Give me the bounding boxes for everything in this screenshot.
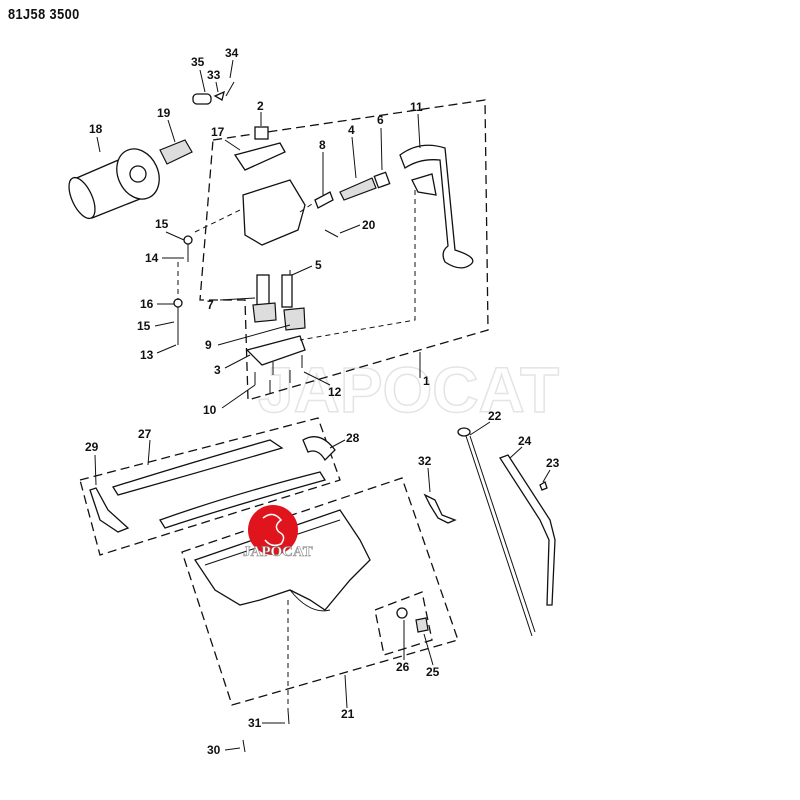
logo-cat-mark [262,513,285,547]
dipstick-tube-24 [499,454,556,606]
dipstick-handle [457,427,471,437]
callout-19: 19 [157,106,171,120]
pickup-bracket [411,173,437,196]
filter-adapter [159,139,193,165]
callout-21: 21 [341,707,355,721]
oil-filter [68,148,160,220]
callout-22: 22 [488,409,502,423]
clip-23 [539,481,548,491]
gasket-group-box [79,417,341,556]
oil-pan-group-box [181,477,459,706]
logo-red-circle [248,505,298,555]
bolts-13-14 [177,240,189,345]
callout-6: 6 [377,113,384,127]
spring-4 [339,177,377,201]
front-seal-29 [89,487,130,533]
gear-9 [283,307,306,331]
callout-16: 16 [140,297,154,311]
callout-27: 27 [138,427,152,441]
idler-shaft-5 [281,274,293,308]
callout-31: 31 [248,716,262,730]
callout-35: 35 [191,55,205,69]
callout-labels: 35 34 33 2 19 18 17 11 4 6 8 20 15 14 5 … [85,46,560,757]
callout-25: 25 [426,665,440,679]
callout-20: 20 [362,218,376,232]
watermark-text: JAPOCAT [258,354,559,426]
callout-12: 12 [328,385,342,399]
callout-5: 5 [315,258,322,272]
drain-plug-box [374,591,433,656]
drive-gear-shaft-7 [256,274,270,308]
oil-pickup-tube [399,144,474,269]
logo-text: JAPOCAT [243,544,313,560]
callout-29: 29 [85,440,99,454]
relief-valve-8 [314,191,334,209]
callout-11: 11 [410,100,423,114]
pump-cover-3 [245,335,306,366]
callout-2: 2 [257,99,264,113]
callout-10: 10 [203,403,217,417]
callout-3: 3 [214,363,221,377]
bolts-30-31 [242,709,290,753]
callout-24: 24 [518,434,532,448]
side-gasket-lower [159,471,327,529]
callout-15a: 15 [155,217,169,231]
callout-23: 23 [546,456,560,470]
pin-20 [324,229,339,238]
callout-17: 17 [211,125,225,139]
gear-7 [252,302,277,323]
callout-30: 30 [207,743,221,757]
callout-1: 1 [423,374,430,388]
bolt-34 [225,81,235,97]
plug-2 [254,126,269,140]
callout-14: 14 [145,251,159,265]
rear-seal-28 [302,436,336,462]
washer-16 [173,298,183,308]
callout-13: 13 [140,348,154,362]
oil-pump-group-box [199,99,489,401]
callout-8: 8 [319,138,326,152]
diagram-code: 81J58 3500 [8,6,80,23]
callout-7: 7 [207,298,214,312]
callout-32: 32 [418,454,432,468]
callout-9: 9 [205,338,212,352]
leader-lines [94,59,551,751]
gasket-35 [192,93,212,105]
drain-gasket-26 [396,607,408,619]
drain-plug-25 [415,617,429,633]
washer-15 [183,235,193,245]
side-gasket-27 [112,439,284,496]
callout-18: 18 [89,122,103,136]
callout-4: 4 [348,123,355,137]
callout-28: 28 [346,431,360,445]
callout-34: 34 [225,46,239,60]
gasket-32 [423,493,457,524]
japocat-logo: JAPOCAT [243,505,313,560]
dipstick-22 [465,435,536,637]
oil-pan [193,509,371,611]
retainer-6 [373,171,391,189]
callout-15b: 15 [137,319,151,333]
oil-pump-body [242,179,306,246]
callout-26: 26 [396,660,410,674]
pump-cover-gasket [233,142,286,171]
washer-33 [213,90,225,101]
callout-33: 33 [207,68,221,82]
bolts-10 [254,355,303,393]
